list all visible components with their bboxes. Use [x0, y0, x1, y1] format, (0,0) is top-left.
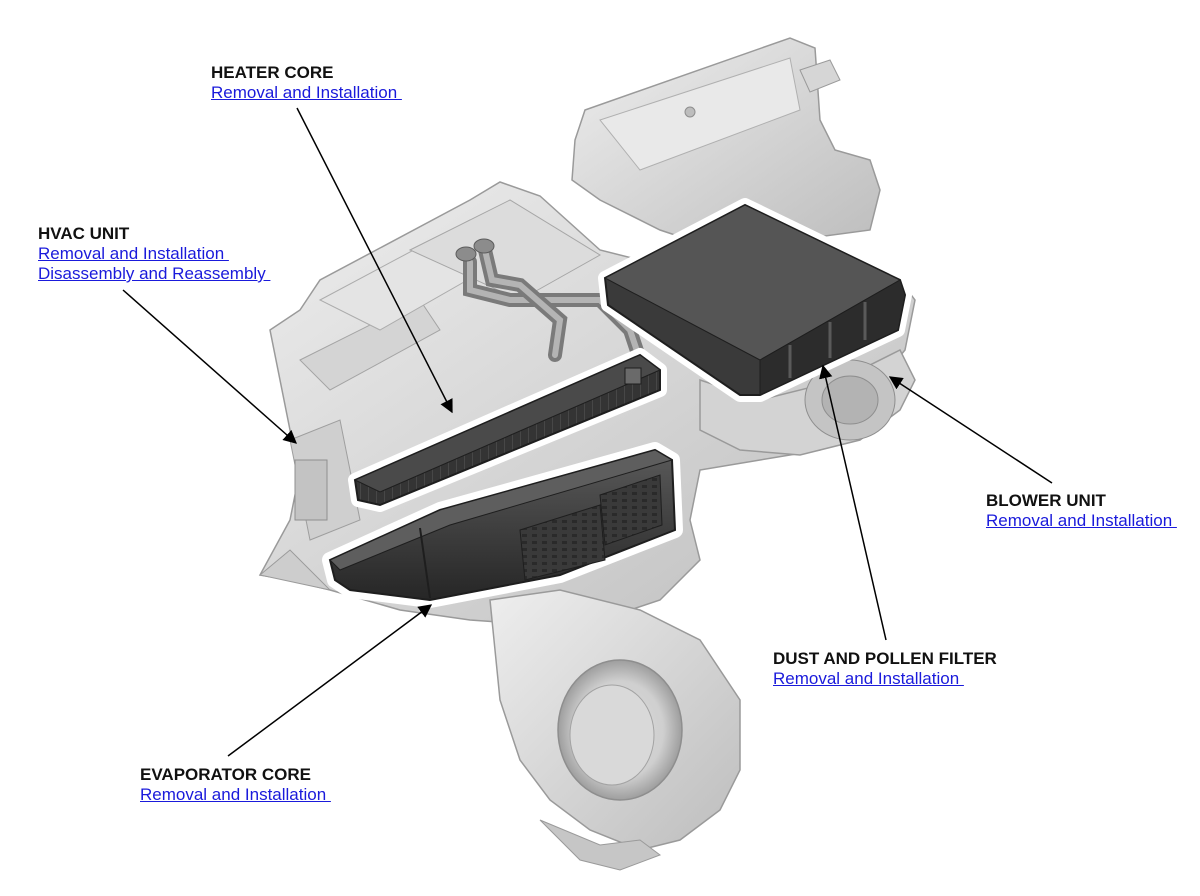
heater-core	[348, 348, 667, 512]
heater-core-removal-link[interactable]: Removal and Installation	[211, 83, 402, 102]
hvac-unit-removal-link[interactable]: Removal and Installation	[38, 244, 229, 263]
leader-hvac-unit	[122, 289, 298, 444]
callout-evaporator-core: EVAPORATOR CORE Removal and Installation	[140, 765, 331, 805]
evaporator-core	[322, 442, 683, 608]
blower-unit-removal-link[interactable]: Removal and Installation	[986, 511, 1177, 530]
lower-outlet	[489, 589, 741, 871]
evaporator-core-removal-link[interactable]: Removal and Installation	[140, 785, 331, 804]
blower-casing	[699, 348, 916, 456]
leader-evaporator-core	[227, 604, 433, 757]
dust-pollen-filter-removal-link[interactable]: Removal and Installation	[773, 669, 964, 688]
evaporator-core-title: EVAPORATOR CORE	[140, 765, 311, 784]
heater-core-pipes	[455, 238, 647, 367]
intake-duct	[571, 37, 881, 251]
leader-lines	[122, 107, 1053, 757]
callout-dust-pollen-filter: DUST AND POLLEN FILTER Removal and Insta…	[773, 649, 997, 689]
callout-blower-unit: BLOWER UNIT Removal and Installation	[986, 491, 1177, 531]
leader-dust-filter	[819, 364, 887, 641]
callout-hvac-unit: HVAC UNIT Removal and Installation Disas…	[38, 224, 270, 284]
hvac-unit-disassembly-link[interactable]: Disassembly and Reassembly	[38, 264, 271, 283]
hvac-unit-title: HVAC UNIT	[38, 224, 130, 243]
heater-core-title: HEATER CORE	[211, 63, 334, 82]
leader-blower-unit	[888, 376, 1053, 484]
dust-pollen-filter	[598, 198, 912, 402]
blower-unit-title: BLOWER UNIT	[986, 491, 1106, 510]
dust-pollen-filter-title: DUST AND POLLEN FILTER	[773, 649, 997, 668]
callout-heater-core: HEATER CORE Removal and Installation	[211, 63, 402, 103]
leader-heater-core	[296, 107, 453, 414]
